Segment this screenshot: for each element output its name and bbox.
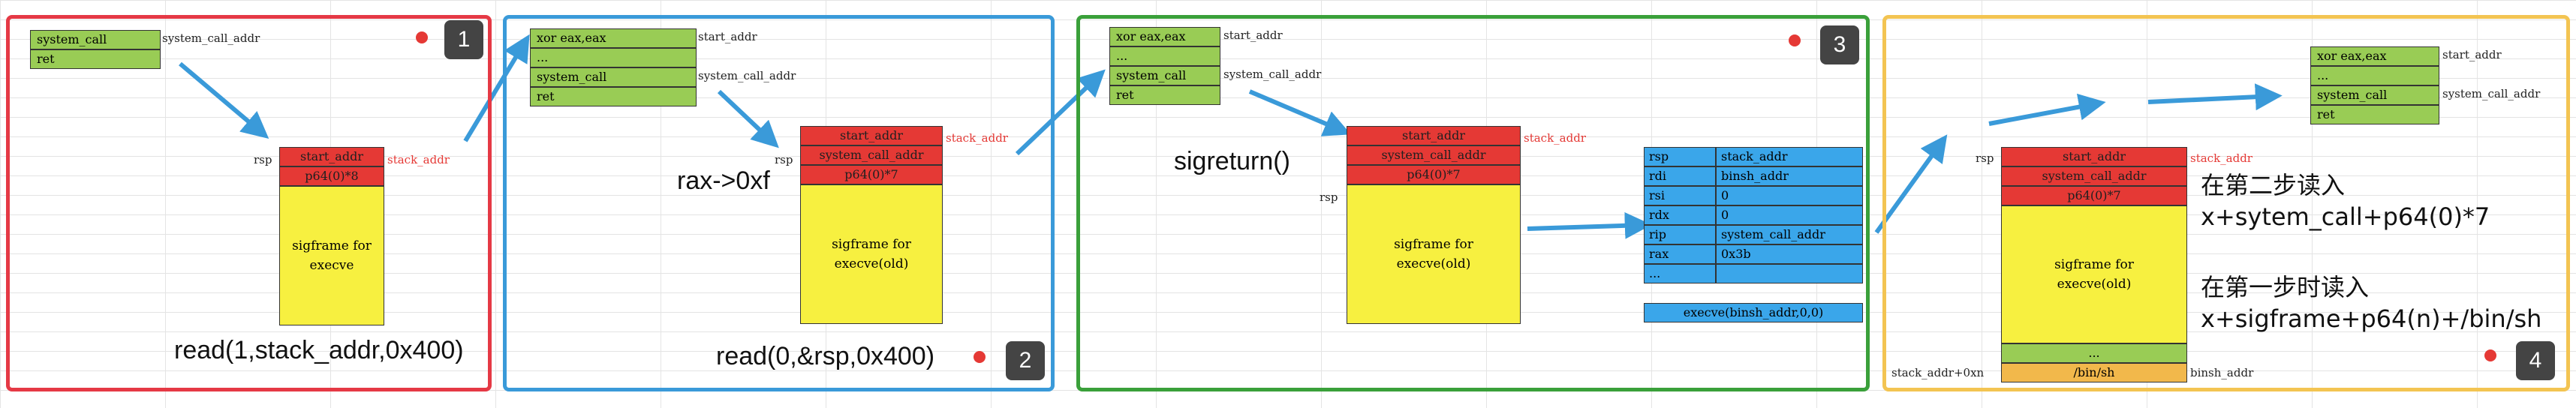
code-row: system_call [30, 30, 161, 50]
panel-step-3 [1076, 15, 1870, 392]
execve-call: execve(binsh_addr,0,0) [1644, 303, 1863, 322]
step-badge: 1 [444, 20, 483, 59]
stack-row: p64(0)*7 [800, 165, 943, 184]
marker-dot [974, 351, 986, 363]
sigframe-block: sigframe for execve(old) [800, 184, 943, 324]
code-row: ... [1109, 46, 1220, 66]
register-name: rip [1644, 225, 1716, 244]
marker-dot [1789, 34, 1801, 46]
stack-label: stack_addr [946, 131, 1008, 145]
syscall-addr-label: system_call_addr [2442, 87, 2541, 100]
syscall-addr-label: system_call_addr [698, 69, 796, 82]
binsh-row: /bin/sh [2001, 363, 2187, 382]
code-row: system_call [2310, 86, 2439, 105]
stack-row: system_call_addr [2001, 166, 2187, 186]
register-value: stack_addr [1716, 147, 1863, 166]
code-row: ret [1109, 86, 1220, 105]
stack-row: start_addr [2001, 147, 2187, 166]
stack-row: start_addr [279, 147, 384, 166]
syscall-addr-label: system_call_addr [1223, 68, 1322, 81]
rsp-label: rsp [1976, 152, 1994, 165]
register-name: rax [1644, 244, 1716, 264]
stack-label: stack_addr [387, 153, 450, 166]
start-addr-label: start_addr [698, 30, 757, 44]
register-value: system_call_addr [1716, 225, 1863, 244]
stack-row: system_call_addr [1347, 146, 1521, 165]
stack-row: system_call_addr [800, 146, 943, 165]
code-row: ret [2310, 105, 2439, 124]
code-row: system_call [530, 68, 697, 87]
sigframe-block: sigframe for execve(old) [1347, 184, 1521, 324]
marker-dot [416, 32, 428, 44]
arrow-p1-to-p2 [463, 34, 530, 142]
arrow-p4-step2 [2147, 83, 2283, 111]
sigreturn-note: sigreturn() [1174, 147, 1290, 176]
arrow-p4-step1 [1988, 93, 2106, 126]
syscall-caption: read(1,stack_addr,0x400) [174, 336, 464, 364]
stack-row: start_addr [800, 126, 943, 146]
arrow-p2-to-p3 [1015, 69, 1106, 156]
code-row: ... [2310, 66, 2439, 86]
stack-row: p64(0)*8 [279, 166, 384, 186]
step-badge: 2 [1006, 341, 1045, 380]
arrow-p3-code-to-stack [1248, 89, 1351, 136]
code-row: ret [30, 50, 161, 69]
arrow-p3-to-p4 [1874, 134, 1948, 234]
step-badge: 4 [2516, 341, 2555, 380]
code-row: xor eax,eax [2310, 46, 2439, 66]
register-name: rsi [1644, 186, 1716, 206]
start-addr-label: start_addr [2442, 48, 2502, 62]
register-name: rsp [1644, 147, 1716, 166]
binsh-addr-label: binsh_addr [2190, 366, 2254, 380]
note-step1-payload: x+sigframe+p64(n)+/bin/sh [2201, 304, 2542, 333]
register-value: 0x3b [1716, 244, 1863, 264]
register-value: 0 [1716, 206, 1863, 225]
stack-label: stack_addr [1524, 131, 1586, 145]
register-value: 0 [1716, 186, 1863, 206]
panel-step-2 [503, 15, 1055, 392]
code-label: system_call_addr [162, 32, 260, 45]
register-name: rdx [1644, 206, 1716, 225]
panel-step-1 [6, 15, 492, 392]
start-addr-label: start_addr [1223, 28, 1283, 42]
rsp-label: rsp [1320, 190, 1338, 204]
stack-row: p64(0)*7 [1347, 165, 1521, 184]
code-row: xor eax,eax [530, 28, 697, 48]
marker-dot [2484, 350, 2496, 362]
stack-label: stack_addr [2190, 152, 2252, 165]
register-name: rdi [1644, 166, 1716, 186]
rsp-label: rsp [254, 153, 272, 166]
rax-note: rax->0xf [677, 166, 770, 195]
note-step1-title: 在第一步时读入 [2201, 273, 2370, 302]
stack-row: p64(0)*7 [2001, 186, 2187, 206]
code-row: system_call [1109, 66, 1220, 86]
rsp-label: rsp [775, 153, 793, 166]
padding-row: ... [2001, 344, 2187, 363]
note-step2-title: 在第二步读入 [2201, 171, 2346, 200]
arrow-p3-stack-to-regs [1527, 212, 1652, 239]
panel-step-4 [1882, 15, 2570, 392]
sigframe-block: sigframe for execve(old) [2001, 206, 2187, 344]
register-value [1716, 264, 1863, 284]
register-value: binsh_addr [1716, 166, 1863, 186]
stack-offset-label: stack_addr+0xn [1891, 366, 1985, 380]
code-row: ... [530, 48, 697, 68]
sigframe-block: sigframe for execve [279, 186, 384, 326]
note-step2-payload: x+sytem_call+p64(0)*7 [2201, 202, 2490, 231]
code-row: xor eax,eax [1109, 27, 1220, 46]
arrow-p2-code-to-stack [717, 89, 779, 148]
syscall-caption: read(0,&rsp,0x400) [716, 342, 935, 370]
stack-row: start_addr [1347, 126, 1521, 146]
code-row: ret [530, 87, 697, 106]
arrow-p1-code-to-stack [179, 62, 269, 139]
step-badge: 3 [1820, 26, 1859, 64]
register-name: ... [1644, 264, 1716, 284]
